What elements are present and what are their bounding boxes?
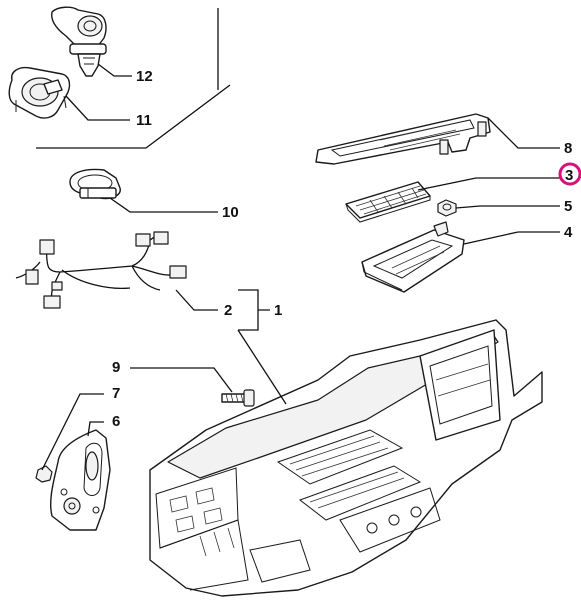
callout-labels: 12 11 10 2 1 9 7 6 8 3 5 4 xyxy=(112,68,573,430)
leader-10 xyxy=(109,197,218,213)
callout-9[interactable]: 9 xyxy=(112,359,120,376)
callout-7[interactable]: 7 xyxy=(112,385,120,402)
part-1-hvac-housing[interactable] xyxy=(149,319,543,597)
leader-9 xyxy=(130,367,233,393)
part-9-screw[interactable] xyxy=(221,389,255,407)
part-10-band-clip[interactable] xyxy=(69,168,121,200)
inset-frame xyxy=(36,8,231,149)
callout-3[interactable]: 3 xyxy=(565,167,573,184)
leader-1-bracket xyxy=(238,289,270,331)
leader-3 xyxy=(417,177,560,191)
part-4-filter-housing[interactable] xyxy=(361,221,465,293)
part-12-clip[interactable] xyxy=(51,6,107,77)
part-3-pollen-filter[interactable] xyxy=(345,181,431,223)
part-11-cable-holder[interactable] xyxy=(8,66,71,119)
callout-12[interactable]: 12 xyxy=(136,68,153,85)
callout-4[interactable]: 4 xyxy=(564,224,573,241)
leader-2 xyxy=(175,289,218,311)
leader-lines xyxy=(41,63,560,471)
leader-11 xyxy=(65,95,130,121)
callout-10[interactable]: 10 xyxy=(222,204,239,221)
callout-6[interactable]: 6 xyxy=(112,413,120,430)
leader-1 xyxy=(237,329,287,405)
callout-1[interactable]: 1 xyxy=(274,302,282,319)
leader-7 xyxy=(41,393,104,471)
callout-8[interactable]: 8 xyxy=(564,140,572,157)
callout-2[interactable]: 2 xyxy=(224,302,232,319)
leader-12 xyxy=(97,63,132,77)
part-5-nut[interactable] xyxy=(437,199,457,217)
leader-5 xyxy=(455,205,560,209)
part-8-filter-cover[interactable] xyxy=(315,113,491,165)
part-6-bracket[interactable] xyxy=(49,429,111,531)
part-7-plug[interactable] xyxy=(35,465,53,483)
leader-4 xyxy=(463,231,560,245)
callout-5[interactable]: 5 xyxy=(564,198,572,215)
callout-3-highlight-ring xyxy=(558,162,581,186)
callout-11[interactable]: 11 xyxy=(136,112,152,129)
part-2-wiring-harness[interactable] xyxy=(15,231,187,309)
leader-6 xyxy=(87,421,104,437)
leader-8 xyxy=(487,117,560,149)
